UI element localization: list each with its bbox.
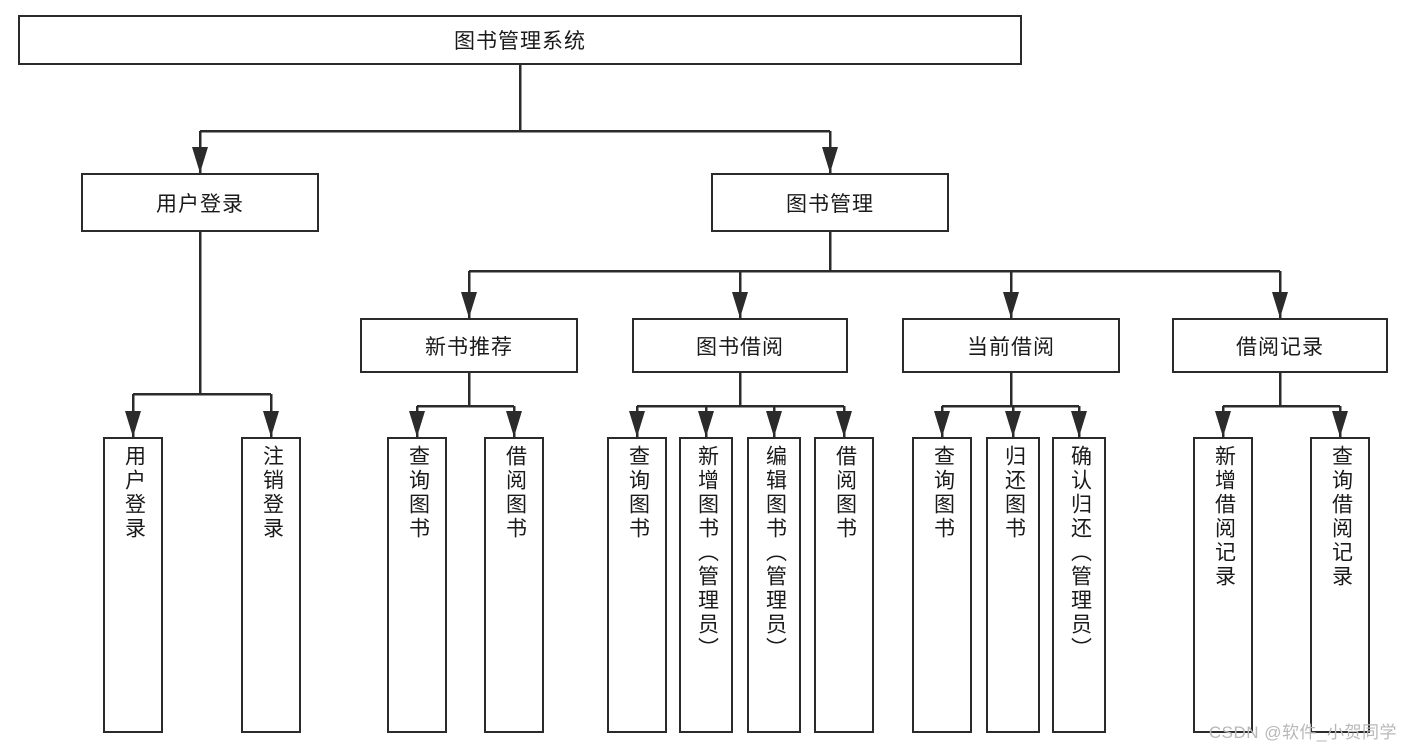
node-label-leaf-user-login: 用户登录 xyxy=(122,445,146,541)
node-label-borrow-record: 借阅记录 xyxy=(1236,335,1324,359)
arrowhead-book-borrow-to-leaf-borrow-book-2 xyxy=(836,411,852,437)
node-label-leaf-add-record: 新增借阅记录 xyxy=(1212,445,1236,589)
arrowhead-book-manage-to-borrow-record xyxy=(1272,292,1288,318)
node-label-new-book-rec: 新书推荐 xyxy=(425,335,513,359)
node-label-leaf-query-book-2: 查询图书 xyxy=(626,445,650,541)
arrowhead-book-borrow-to-leaf-edit-book xyxy=(766,411,782,437)
node-leaf-borrow-book-1[interactable]: 借阅图书 xyxy=(484,437,544,733)
arrowhead-current-borrow-to-leaf-query-book-3 xyxy=(934,411,950,437)
node-label-book-borrow: 图书借阅 xyxy=(696,335,784,359)
node-leaf-query-book-2[interactable]: 查询图书 xyxy=(607,437,667,733)
arrowhead-book-borrow-to-leaf-query-book-2 xyxy=(629,411,645,437)
arrowhead-current-borrow-to-leaf-confirm-return xyxy=(1071,411,1087,437)
node-label-leaf-query-book-3: 查询图书 xyxy=(931,445,955,541)
node-new-book-rec[interactable]: 新书推荐 xyxy=(360,318,578,373)
node-label-leaf-query-book-1: 查询图书 xyxy=(406,445,430,541)
node-label-leaf-borrow-book-1: 借阅图书 xyxy=(503,445,527,541)
node-leaf-borrow-book-2[interactable]: 借阅图书 xyxy=(814,437,874,733)
node-leaf-add-record[interactable]: 新增借阅记录 xyxy=(1193,437,1253,733)
node-label-book-manage: 图书管理 xyxy=(786,192,874,216)
node-label-leaf-logout-login: 注销登录 xyxy=(260,445,284,541)
arrowhead-book-manage-to-book-borrow xyxy=(732,292,748,318)
arrowhead-user-login-to-leaf-user-login xyxy=(125,411,141,437)
watermark: CSDN @软件_小贺同学 xyxy=(1208,723,1397,742)
arrowhead-book-manage-to-current-borrow xyxy=(1003,292,1019,318)
node-leaf-query-record[interactable]: 查询借阅记录 xyxy=(1310,437,1370,733)
node-label-current-borrow: 当前借阅 xyxy=(967,335,1055,359)
node-leaf-query-book-3[interactable]: 查询图书 xyxy=(912,437,972,733)
arrowhead-root-to-user-login xyxy=(192,147,208,173)
arrowhead-new-book-rec-to-leaf-borrow-book-1 xyxy=(506,411,522,437)
node-label-leaf-query-record: 查询借阅记录 xyxy=(1329,445,1353,589)
node-leaf-logout-login[interactable]: 注销登录 xyxy=(241,437,301,733)
node-label-leaf-edit-book: 编辑图书（管理员） xyxy=(763,445,787,661)
node-label-leaf-return-book: 归还图书 xyxy=(1002,445,1026,541)
node-label-root: 图书管理系统 xyxy=(454,30,586,53)
node-user-login[interactable]: 用户登录 xyxy=(81,173,319,232)
node-label-user-login: 用户登录 xyxy=(156,192,244,216)
node-leaf-query-book-1[interactable]: 查询图书 xyxy=(387,437,447,733)
arrowhead-borrow-record-to-leaf-add-record xyxy=(1215,411,1231,437)
node-label-leaf-confirm-return: 确认归还（管理员） xyxy=(1068,445,1092,661)
node-leaf-edit-book[interactable]: 编辑图书（管理员） xyxy=(747,437,801,733)
node-root[interactable]: 图书管理系统 xyxy=(18,15,1022,65)
arrowhead-root-to-book-manage xyxy=(822,147,838,173)
node-leaf-confirm-return[interactable]: 确认归还（管理员） xyxy=(1052,437,1106,733)
arrowhead-new-book-rec-to-leaf-query-book-1 xyxy=(409,411,425,437)
node-label-leaf-add-book: 新增图书（管理员） xyxy=(695,445,719,661)
arrowhead-user-login-to-leaf-logout-login xyxy=(263,411,279,437)
node-borrow-record[interactable]: 借阅记录 xyxy=(1172,318,1388,373)
node-book-borrow[interactable]: 图书借阅 xyxy=(632,318,848,373)
node-leaf-user-login[interactable]: 用户登录 xyxy=(103,437,163,733)
node-book-manage[interactable]: 图书管理 xyxy=(711,173,949,232)
node-current-borrow[interactable]: 当前借阅 xyxy=(902,318,1120,373)
node-leaf-add-book[interactable]: 新增图书（管理员） xyxy=(679,437,733,733)
arrowhead-borrow-record-to-leaf-query-record xyxy=(1332,411,1348,437)
node-label-leaf-borrow-book-2: 借阅图书 xyxy=(833,445,857,541)
arrowhead-book-borrow-to-leaf-add-book xyxy=(698,411,714,437)
arrowhead-book-manage-to-new-book-rec xyxy=(461,292,477,318)
node-leaf-return-book[interactable]: 归还图书 xyxy=(986,437,1040,733)
arrowhead-current-borrow-to-leaf-return-book xyxy=(1005,411,1021,437)
